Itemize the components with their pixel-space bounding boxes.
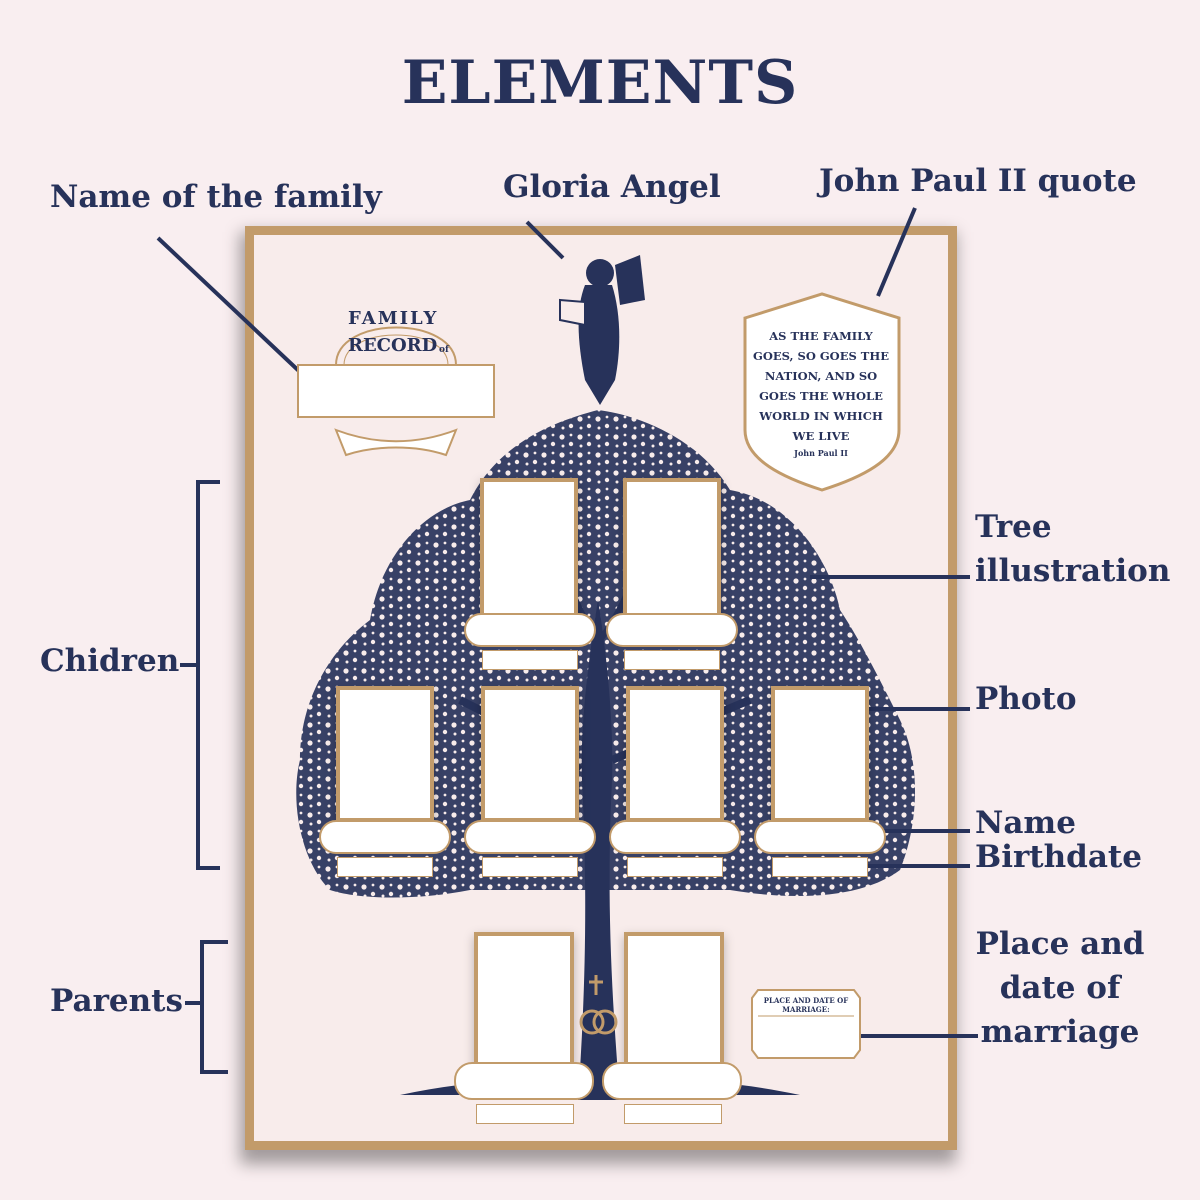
birthdate-field[interactable] (482, 650, 578, 670)
name-field[interactable] (454, 1062, 594, 1100)
photo-frame[interactable] (480, 478, 578, 618)
name-field[interactable] (606, 613, 738, 647)
birthdate-field[interactable] (624, 1104, 722, 1124)
birthdate-field[interactable] (482, 857, 578, 877)
page-title: ELEMENTS (401, 48, 799, 118)
name-field[interactable] (602, 1062, 742, 1100)
callout-birthdate: Birthdate (975, 839, 1142, 875)
gloria-angel-illustration (559, 255, 645, 405)
callout-tree-line1: Tree (975, 509, 1052, 545)
name-field[interactable] (464, 820, 596, 854)
photo-frame[interactable] (336, 686, 434, 822)
callout-children: Chidren (40, 643, 180, 679)
callout-tree-line2: illustration (975, 553, 1171, 589)
marriage-label: PLACE AND DATE OF MARRIAGE: (763, 996, 849, 1014)
photo-frame[interactable] (626, 686, 724, 822)
birthdate-field[interactable] (337, 857, 433, 877)
callout-marriage-line2: date of (999, 970, 1121, 1006)
name-field[interactable] (464, 613, 596, 647)
callout-tree: Tree illustration (975, 505, 1170, 593)
quote-text: AS THE FAMILY GOES, SO GOES THE NATION, … (753, 329, 889, 443)
birthdate-field[interactable] (476, 1104, 574, 1124)
leader-lines (156, 207, 978, 1074)
photo-frame[interactable] (623, 478, 721, 618)
birthdate-field[interactable] (627, 857, 723, 877)
name-field[interactable] (319, 820, 451, 854)
family-crest (297, 326, 495, 457)
callout-family-name: Name of the family (50, 179, 382, 215)
marriage-label-frame (751, 989, 861, 1059)
callout-photo: Photo (975, 681, 1077, 717)
photo-frame[interactable] (481, 686, 579, 822)
callout-marriage: Place and date of marriage (960, 922, 1160, 1054)
wedding-rings-icon (579, 1009, 618, 1035)
name-field[interactable] (754, 820, 886, 854)
quote-author: John Paul II (794, 448, 848, 458)
birthdate-field[interactable] (624, 650, 720, 670)
callout-quote: John Paul II quote (819, 163, 1137, 199)
callout-marriage-line1: Place and (975, 926, 1145, 962)
photo-frame[interactable] (771, 686, 869, 822)
name-field[interactable] (609, 820, 741, 854)
birthdate-field[interactable] (772, 857, 868, 877)
crest-record-text: RECORD (348, 335, 438, 356)
crest-of-text: of (439, 345, 449, 355)
callout-angel: Gloria Angel (503, 169, 721, 205)
crest-family-text: FAMILY (348, 308, 439, 329)
callout-parents: Parents (50, 983, 183, 1019)
callout-name: Name (975, 805, 1076, 841)
photo-frame[interactable] (624, 932, 724, 1066)
cross-icon (589, 975, 603, 995)
callout-marriage-line3: marriage (980, 1014, 1140, 1050)
quote-shield (743, 292, 901, 492)
photo-frame[interactable] (474, 932, 574, 1066)
